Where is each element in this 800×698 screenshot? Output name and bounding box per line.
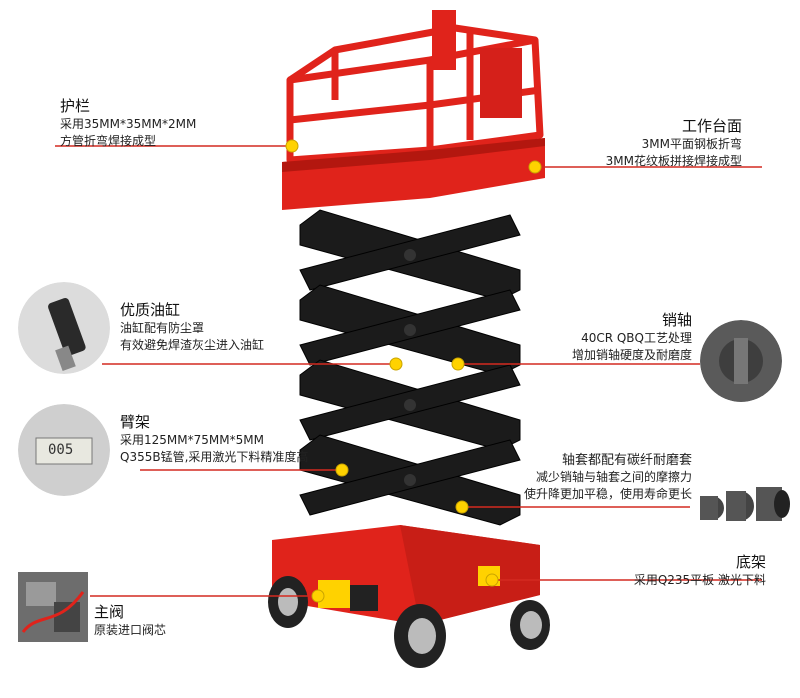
cylinder-title: 优质油缸 [120,301,181,319]
leader-lines [55,145,762,597]
pin-title: 销轴 [661,311,692,329]
control-box [480,48,522,118]
valve-photo [18,572,88,642]
annotation-arm: 臂架 采用125MM*75MM*5MM Q355B锰管,采用激光下料精准度高 [120,412,308,466]
platform-title: 工作台面 [681,117,742,135]
arm-line-1: 采用125MM*75MM*5MM [120,433,264,447]
valve-line-1: 原装进口阀芯 [94,623,167,637]
guardrail-line-2: 方管折弯焊接成型 [60,134,157,148]
bushing-photo [694,478,790,528]
annotation-bushing: 轴套都配有碳纤耐磨套 减少销轴与轴套之间的摩擦力 使升降更加平稳，使用寿命更长 [524,452,692,503]
guardrail-title: 护栏 [60,97,91,115]
annotation-valve: 主阀 原装进口阀芯 [94,602,166,639]
platform-deck [282,138,545,210]
callout-dots [285,139,542,603]
bushing-line-1: 减少销轴与轴套之间的摩擦力 [535,470,692,484]
bushing-line-2: 使升降更加平稳，使用寿命更长 [523,487,692,501]
platform-line-2: 3MM花纹板拼接焊接成型 [605,154,742,168]
bushing-title: 轴套都配有碳纤耐磨套 [561,453,692,468]
cylinder-line-2: 有效避免焊渣灰尘进入油缸 [120,338,265,352]
cylinder-line-1: 油缸配有防尘罩 [120,321,205,335]
guardrail-line-1: 采用35MM*35MM*2MM [60,117,197,131]
gauge-reading: 005 [48,442,74,458]
gauge-photo: 005 [18,404,110,496]
annotation-cylinder: 优质油缸 油缸配有防尘罩 有效避免焊渣灰尘进入油缸 [120,300,264,354]
chassis-title: 底架 [735,553,766,571]
valve-title: 主阀 [94,603,125,621]
chassis-line-1: 采用Q235平板 激光下料 [633,573,766,587]
pin-photo [700,320,782,402]
platform-line-1: 3MM平面钢板折弯 [641,137,742,151]
wheels [268,576,550,668]
cylinder-photo [18,282,110,374]
pin-line-2: 增加销轴硬度及耐磨度 [571,348,692,362]
annotation-chassis: 底架 采用Q235平板 激光下料 [634,552,766,589]
gate-panel [432,10,456,70]
arm-line-2: Q355B锰管,采用激光下料精准度高 [120,450,309,464]
arm-title: 臂架 [120,413,151,431]
annotation-platform: 工作台面 3MM平面钢板折弯 3MM花纹板拼接焊接成型 [606,116,742,170]
annotation-pin: 销轴 40CR QBQ工艺处理 增加销轴硬度及耐磨度 [572,310,692,364]
pin-line-1: 40CR QBQ工艺处理 [581,331,692,345]
annotation-guardrail: 护栏 采用35MM*35MM*2MM 方管折弯焊接成型 [60,96,196,150]
